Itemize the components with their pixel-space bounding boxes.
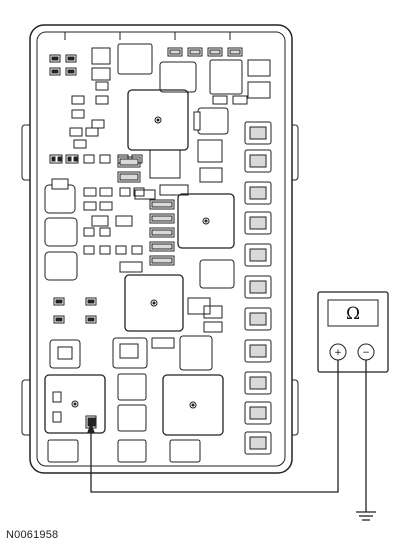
relay-top-right-b [209, 59, 243, 95]
relay-top-center [117, 43, 153, 75]
relay-lower-right-small [179, 335, 213, 371]
figure-code: N0061958 [6, 529, 59, 541]
top-fuse-row [167, 47, 243, 57]
ground-icon [356, 505, 376, 521]
fuse-box-inner-border [36, 31, 286, 467]
relay-large-middle [177, 193, 235, 249]
top-notches [64, 32, 231, 40]
test-probe-tip [87, 422, 95, 433]
negative-label: − [362, 348, 370, 358]
diode-center [112, 337, 148, 369]
test-lead-positive [90, 360, 339, 493]
relay-under-test [44, 374, 106, 434]
relay-large-bottom [162, 374, 224, 436]
diode-left [49, 339, 81, 369]
right-fuse-column [244, 121, 272, 455]
relay-left-a [44, 217, 78, 247]
ohmmeter-symbol: Ω [346, 304, 360, 324]
ohmmeter-display [327, 299, 379, 327]
positive-label: + [334, 348, 342, 358]
relay-large-lower [124, 274, 184, 332]
relay-top-right-a [159, 61, 197, 93]
relay-left-b [44, 251, 78, 281]
center-fuse-stack [117, 149, 189, 273]
